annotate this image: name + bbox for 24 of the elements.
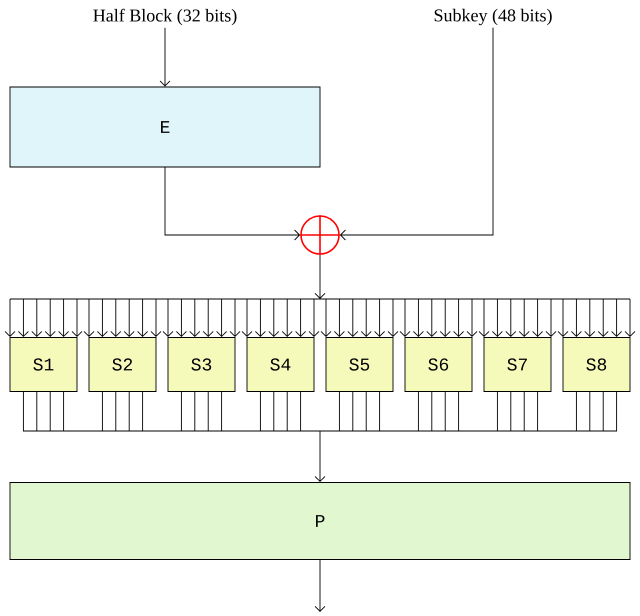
bit-lines bbox=[320, 298, 636, 338]
sbox: S5 bbox=[326, 337, 394, 392]
sbox: S6 bbox=[404, 337, 472, 392]
bit-lines bbox=[240, 298, 320, 338]
sbox: S2 bbox=[88, 337, 156, 392]
function-box: P bbox=[10, 482, 630, 560]
bit-lines bbox=[320, 392, 618, 432]
arrow bbox=[164, 167, 300, 240]
input-label: Half Block (32 bits) bbox=[93, 8, 236, 26]
arrow bbox=[340, 27, 494, 240]
arrow bbox=[314, 254, 326, 299]
bit-lines bbox=[320, 298, 400, 338]
function-box: E bbox=[10, 86, 320, 168]
input-label: Subkey (48 bits) bbox=[434, 8, 552, 26]
sbox: S8 bbox=[562, 337, 630, 392]
sbox: S4 bbox=[246, 337, 314, 392]
sbox: S1 bbox=[10, 337, 78, 392]
sbox: S7 bbox=[484, 337, 552, 392]
arrow bbox=[314, 560, 326, 612]
arrow bbox=[314, 430, 326, 482]
xor-symbol bbox=[299, 214, 341, 256]
bit-lines bbox=[260, 392, 320, 432]
arrow bbox=[160, 27, 170, 87]
sbox: S3 bbox=[168, 337, 236, 392]
